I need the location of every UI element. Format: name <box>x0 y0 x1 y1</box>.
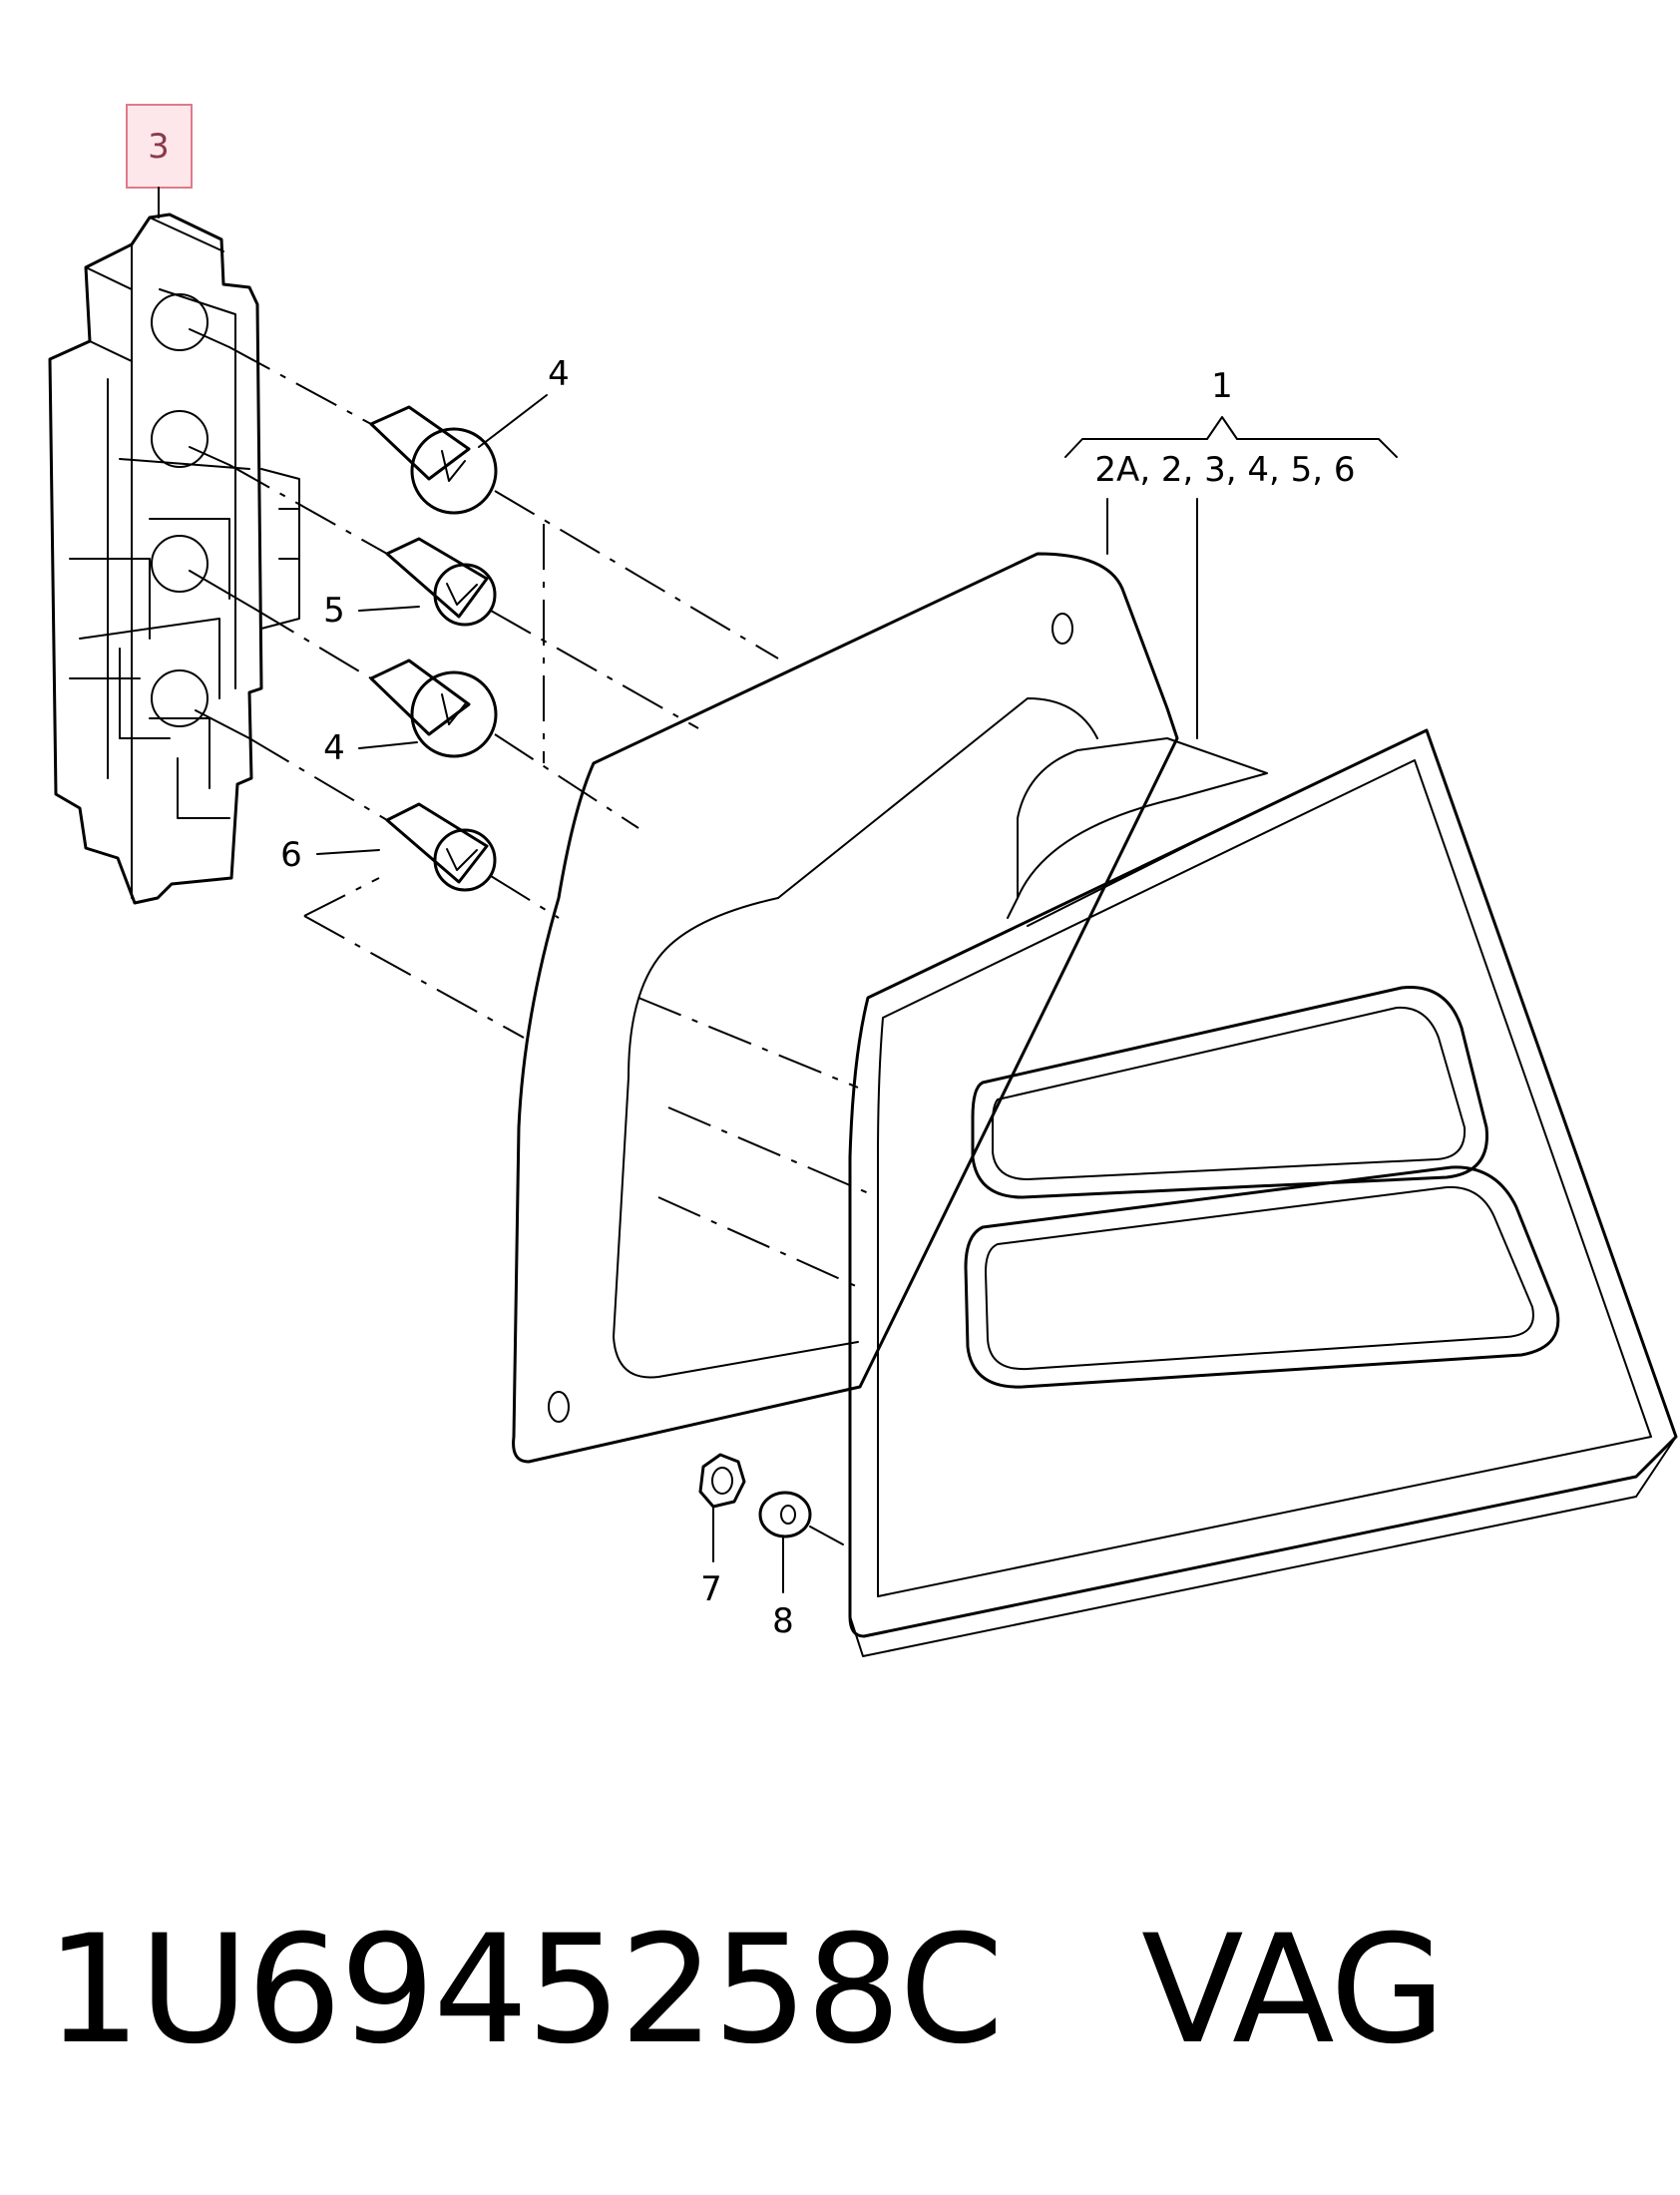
callout-4-upper-label: 4 <box>548 354 570 394</box>
callout-1-items: 2A, 2, 3, 4, 5, 6 <box>1094 450 1355 490</box>
callout-4-upper[interactable]: 4 <box>478 354 570 448</box>
bulb-4-lower <box>369 658 498 758</box>
callout-6[interactable]: 6 <box>280 835 380 875</box>
callout-8[interactable]: 8 <box>772 1536 794 1641</box>
callout-5-label: 5 <box>323 591 345 631</box>
callout-1-label: 1 <box>1211 366 1233 406</box>
bulb-holder-plate <box>48 213 300 905</box>
callout-5[interactable]: 5 <box>323 591 420 631</box>
callout-7[interactable]: 7 <box>700 1506 722 1609</box>
nut-7 <box>698 1453 746 1509</box>
bulb-5 <box>385 537 497 627</box>
exploded-parts-diagram: 3 4 5 <box>48 104 1678 1657</box>
tail-lamp-housing <box>512 552 1678 1657</box>
assembly-lines <box>228 346 779 1039</box>
callout-6-label: 6 <box>280 835 302 875</box>
part-caption: 1U6945258C VAG <box>46 1904 1446 2077</box>
callout-3[interactable]: 3 <box>126 104 193 219</box>
part-number: 1U6945258C <box>46 1904 1004 2077</box>
callout-4-lower[interactable]: 4 <box>323 728 418 768</box>
washer-8 <box>758 1491 844 1545</box>
callout-3-label: 3 <box>148 127 170 167</box>
manufacturer-name: VAG <box>1141 1904 1446 2077</box>
bulb-6 <box>385 802 497 892</box>
callout-4-lower-label: 4 <box>323 728 345 768</box>
callout-7-label: 7 <box>700 1569 722 1609</box>
callout-8-label: 8 <box>772 1601 794 1641</box>
callout-1[interactable]: 1 2A, 2, 3, 4, 5, 6 <box>1064 366 1398 739</box>
bulb-4-upper <box>369 405 498 515</box>
